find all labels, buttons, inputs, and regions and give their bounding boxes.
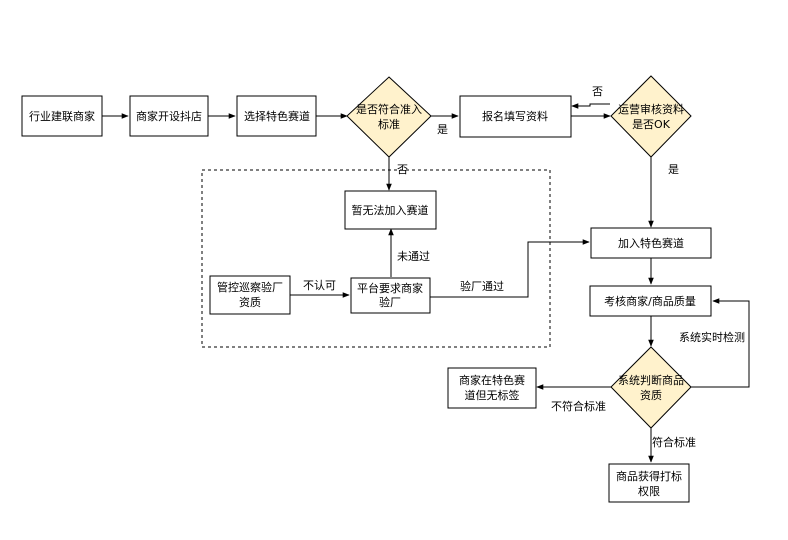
node-get-label: 商品获得打标 权限 (608, 463, 690, 503)
node-platform-inspect: 平台要求商家 验厂 (350, 277, 431, 314)
label-ops-review-line1: 运营审核资料 (618, 102, 684, 116)
node-open-store: 商家开设抖店 (129, 95, 209, 137)
label-check-standard-line2: 标准 (378, 117, 400, 131)
node-fill-info: 报名填写资料 (459, 95, 572, 138)
label-cannot-join: 暂无法加入赛道 (352, 203, 429, 217)
node-ops-review: 运营审核资料 是否OK (610, 75, 692, 158)
label-no-label-line2: 道但无标签 (465, 388, 520, 402)
node-control-qualify: 管控巡察验厂 资质 (209, 275, 291, 315)
label-ops-review-line2: 是否OK (632, 118, 671, 131)
edge-label-realtime: 系统实时检测 (679, 330, 745, 344)
edge-label-yes-review: 是 (668, 163, 679, 176)
label-no-label-line1: 商家在特色赛 (459, 373, 525, 387)
node-choose-track: 选择特色赛道 (236, 95, 317, 137)
label-control-qualify-line1: 管控巡察验厂 (217, 280, 283, 294)
label-check-standard-line1: 是否符合准入 (356, 102, 422, 116)
node-check-standard: 是否符合准入 标准 (346, 76, 432, 158)
label-get-label-line2: 权限 (638, 485, 660, 498)
node-join-track: 加入特色赛道 (590, 227, 712, 259)
edge-review-no-back (571, 103, 610, 109)
edge-label-no-check: 否 (397, 163, 408, 176)
edge-label-not-passed: 未通过 (397, 250, 430, 263)
edge-label-meet: 符合标准 (652, 435, 696, 449)
label-open-store: 商家开设抖店 (136, 109, 202, 123)
label-platform-inspect-line2: 验厂 (379, 295, 401, 309)
label-join-track: 加入特色赛道 (618, 236, 684, 250)
edge-label-factory-passed: 验厂通过 (460, 279, 504, 293)
edge-platform-to-join (430, 239, 590, 298)
node-no-label: 商家在特色赛 道但无标签 (447, 367, 537, 409)
label-system-judge-line1: 系统判断商品 (618, 373, 684, 387)
label-assess-quality: 考核商家/商品质量 (604, 294, 696, 308)
label-control-qualify-line2: 资质 (239, 296, 261, 309)
label-choose-track: 选择特色赛道 (244, 109, 310, 123)
label-platform-inspect-line1: 平台要求商家 (357, 281, 423, 295)
label-industry-merchant: 行业建联商家 (29, 109, 95, 123)
node-assess-quality: 考核商家/商品质量 (589, 285, 712, 317)
node-cannot-join: 暂无法加入赛道 (344, 190, 437, 230)
edge-judge-loop (691, 298, 750, 388)
edge-label-not-meet: 不符合标准 (551, 399, 606, 413)
node-system-judge: 系统判断商品 资质 (610, 346, 692, 429)
label-fill-info: 报名填写资料 (482, 109, 548, 123)
edge-label-no-review: 否 (592, 85, 603, 98)
label-get-label-line1: 商品获得打标 (616, 469, 682, 483)
edge-label-yes-check: 是 (437, 123, 448, 136)
edge-label-not-recognized: 不认可 (303, 279, 336, 292)
node-industry-merchant: 行业建联商家 (21, 95, 103, 137)
label-system-judge-line2: 资质 (640, 389, 662, 402)
inspection-group-frame (201, 169, 551, 348)
